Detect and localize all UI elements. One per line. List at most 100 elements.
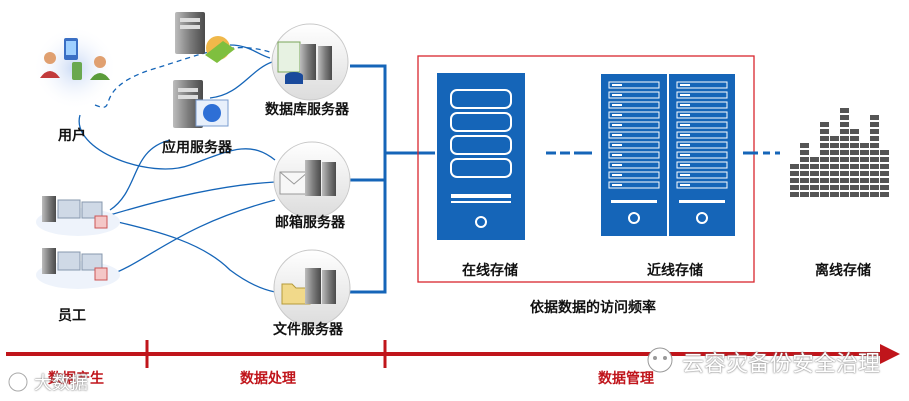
nearline-rack-slots [608,81,728,224]
offline-bar-segment [840,143,849,148]
app-server-icon [173,12,235,128]
offline-bar-segment [840,136,849,141]
offline-bar-segment [820,150,829,155]
offline-bar-segment [880,178,889,183]
offline-bar-segment [820,171,829,176]
rack-slot [676,181,728,189]
offline-bar-segment [860,143,869,148]
rack-slot-led [612,94,622,96]
staff-icon-bottom [36,248,120,289]
rack-slot-led [612,144,622,146]
offline-bar-segment [810,185,819,190]
rack-slot [608,101,660,109]
offline-bar-segment [860,150,869,155]
rack-slot [608,171,660,179]
offline-bar-segment [870,129,879,134]
users-label: 用户 [58,128,86,144]
storage-frame-caption: 依据数据的访问频率 [530,300,656,316]
offline-bar-segment [790,164,799,169]
timeline-arrow [6,340,900,368]
rack-slot [676,161,728,169]
db-server-icon [271,23,349,101]
online-storage-label: 在线存储 [462,263,518,279]
offline-bar-segment [840,157,849,162]
offline-bar-segment [880,150,889,155]
wechat-logo-icon [647,347,673,373]
rack-slot [676,171,728,179]
rack-slot [608,141,660,149]
user-to-db-dashed [94,46,271,108]
offline-bar-segment [870,192,879,197]
offline-bar-segment [820,178,829,183]
offline-bar-segment [870,115,879,120]
offline-bar-segment [850,150,859,155]
rack-slot-led [680,164,690,166]
rack-slot-led [680,134,690,136]
rack-slot [608,151,660,159]
offline-bar-segment [850,192,859,197]
offline-bar-segment [790,185,799,190]
offline-bar-segment [860,185,869,190]
rack-slot [676,91,728,99]
online-storage-icon [437,73,525,240]
offline-bar-segment [810,164,819,169]
offline-bar-segment [800,178,809,183]
offline-bar-segment [870,143,879,148]
offline-bar-segment [860,171,869,176]
rack-slot [676,81,728,89]
offline-bar-segment [870,171,879,176]
offline-bar-segment [800,171,809,176]
offline-bar-segment [830,164,839,169]
offline-bar-segment [850,136,859,141]
rack-slot-led [612,174,622,176]
rack-slot-led [612,124,622,126]
offline-bar-segment [840,122,849,127]
connector-lines [78,44,276,293]
rack-slot [608,121,660,129]
offline-bar-segment [810,157,819,162]
offline-bar-segment [850,178,859,183]
staff-icon-top [36,196,120,236]
offline-storage-icon [790,108,889,197]
staff-to-file [109,219,276,293]
staff-to-app [109,139,171,211]
staff2-to-mail [109,199,276,276]
storage-frame [417,55,755,283]
phase-generation: 数据产生 [48,371,104,387]
rack-slot-led [612,84,622,86]
offline-bar-segment [840,178,849,183]
offline-bar-segment [850,143,859,148]
offline-bar-segment [790,171,799,176]
offline-bar-segment [880,171,889,176]
offline-bar-segment [860,192,869,197]
staff-to-mail [109,181,276,216]
offline-bar-segment [820,143,829,148]
rack-slot [608,131,660,139]
rack-slot [676,101,728,109]
app-to-db [209,61,273,99]
file-server-label: 文件服务器 [273,322,343,338]
offline-bar-segment [820,136,829,141]
offline-bar-segment [790,178,799,183]
rack-slot-led [612,114,622,116]
offline-bar-segment [820,122,829,127]
offline-bar-segment [830,143,839,148]
offline-bar-segment [870,185,879,190]
offline-bar-segment [820,185,829,190]
rack-slot [676,131,728,139]
rack-slot [676,111,728,119]
server-bus [350,64,435,294]
rack-slot-led [612,134,622,136]
offline-bar-segment [820,129,829,134]
rack-slot-led [680,124,690,126]
rack-slot [608,181,660,189]
phase-processing: 数据处理 [240,371,296,387]
offline-bar-segment [820,157,829,162]
offline-bar-segment [830,157,839,162]
offline-bar-segment [810,192,819,197]
offline-bar-segment [840,171,849,176]
offline-bar-segment [820,164,829,169]
mail-server-label: 邮箱服务器 [275,215,345,231]
offline-bar-segment [840,192,849,197]
